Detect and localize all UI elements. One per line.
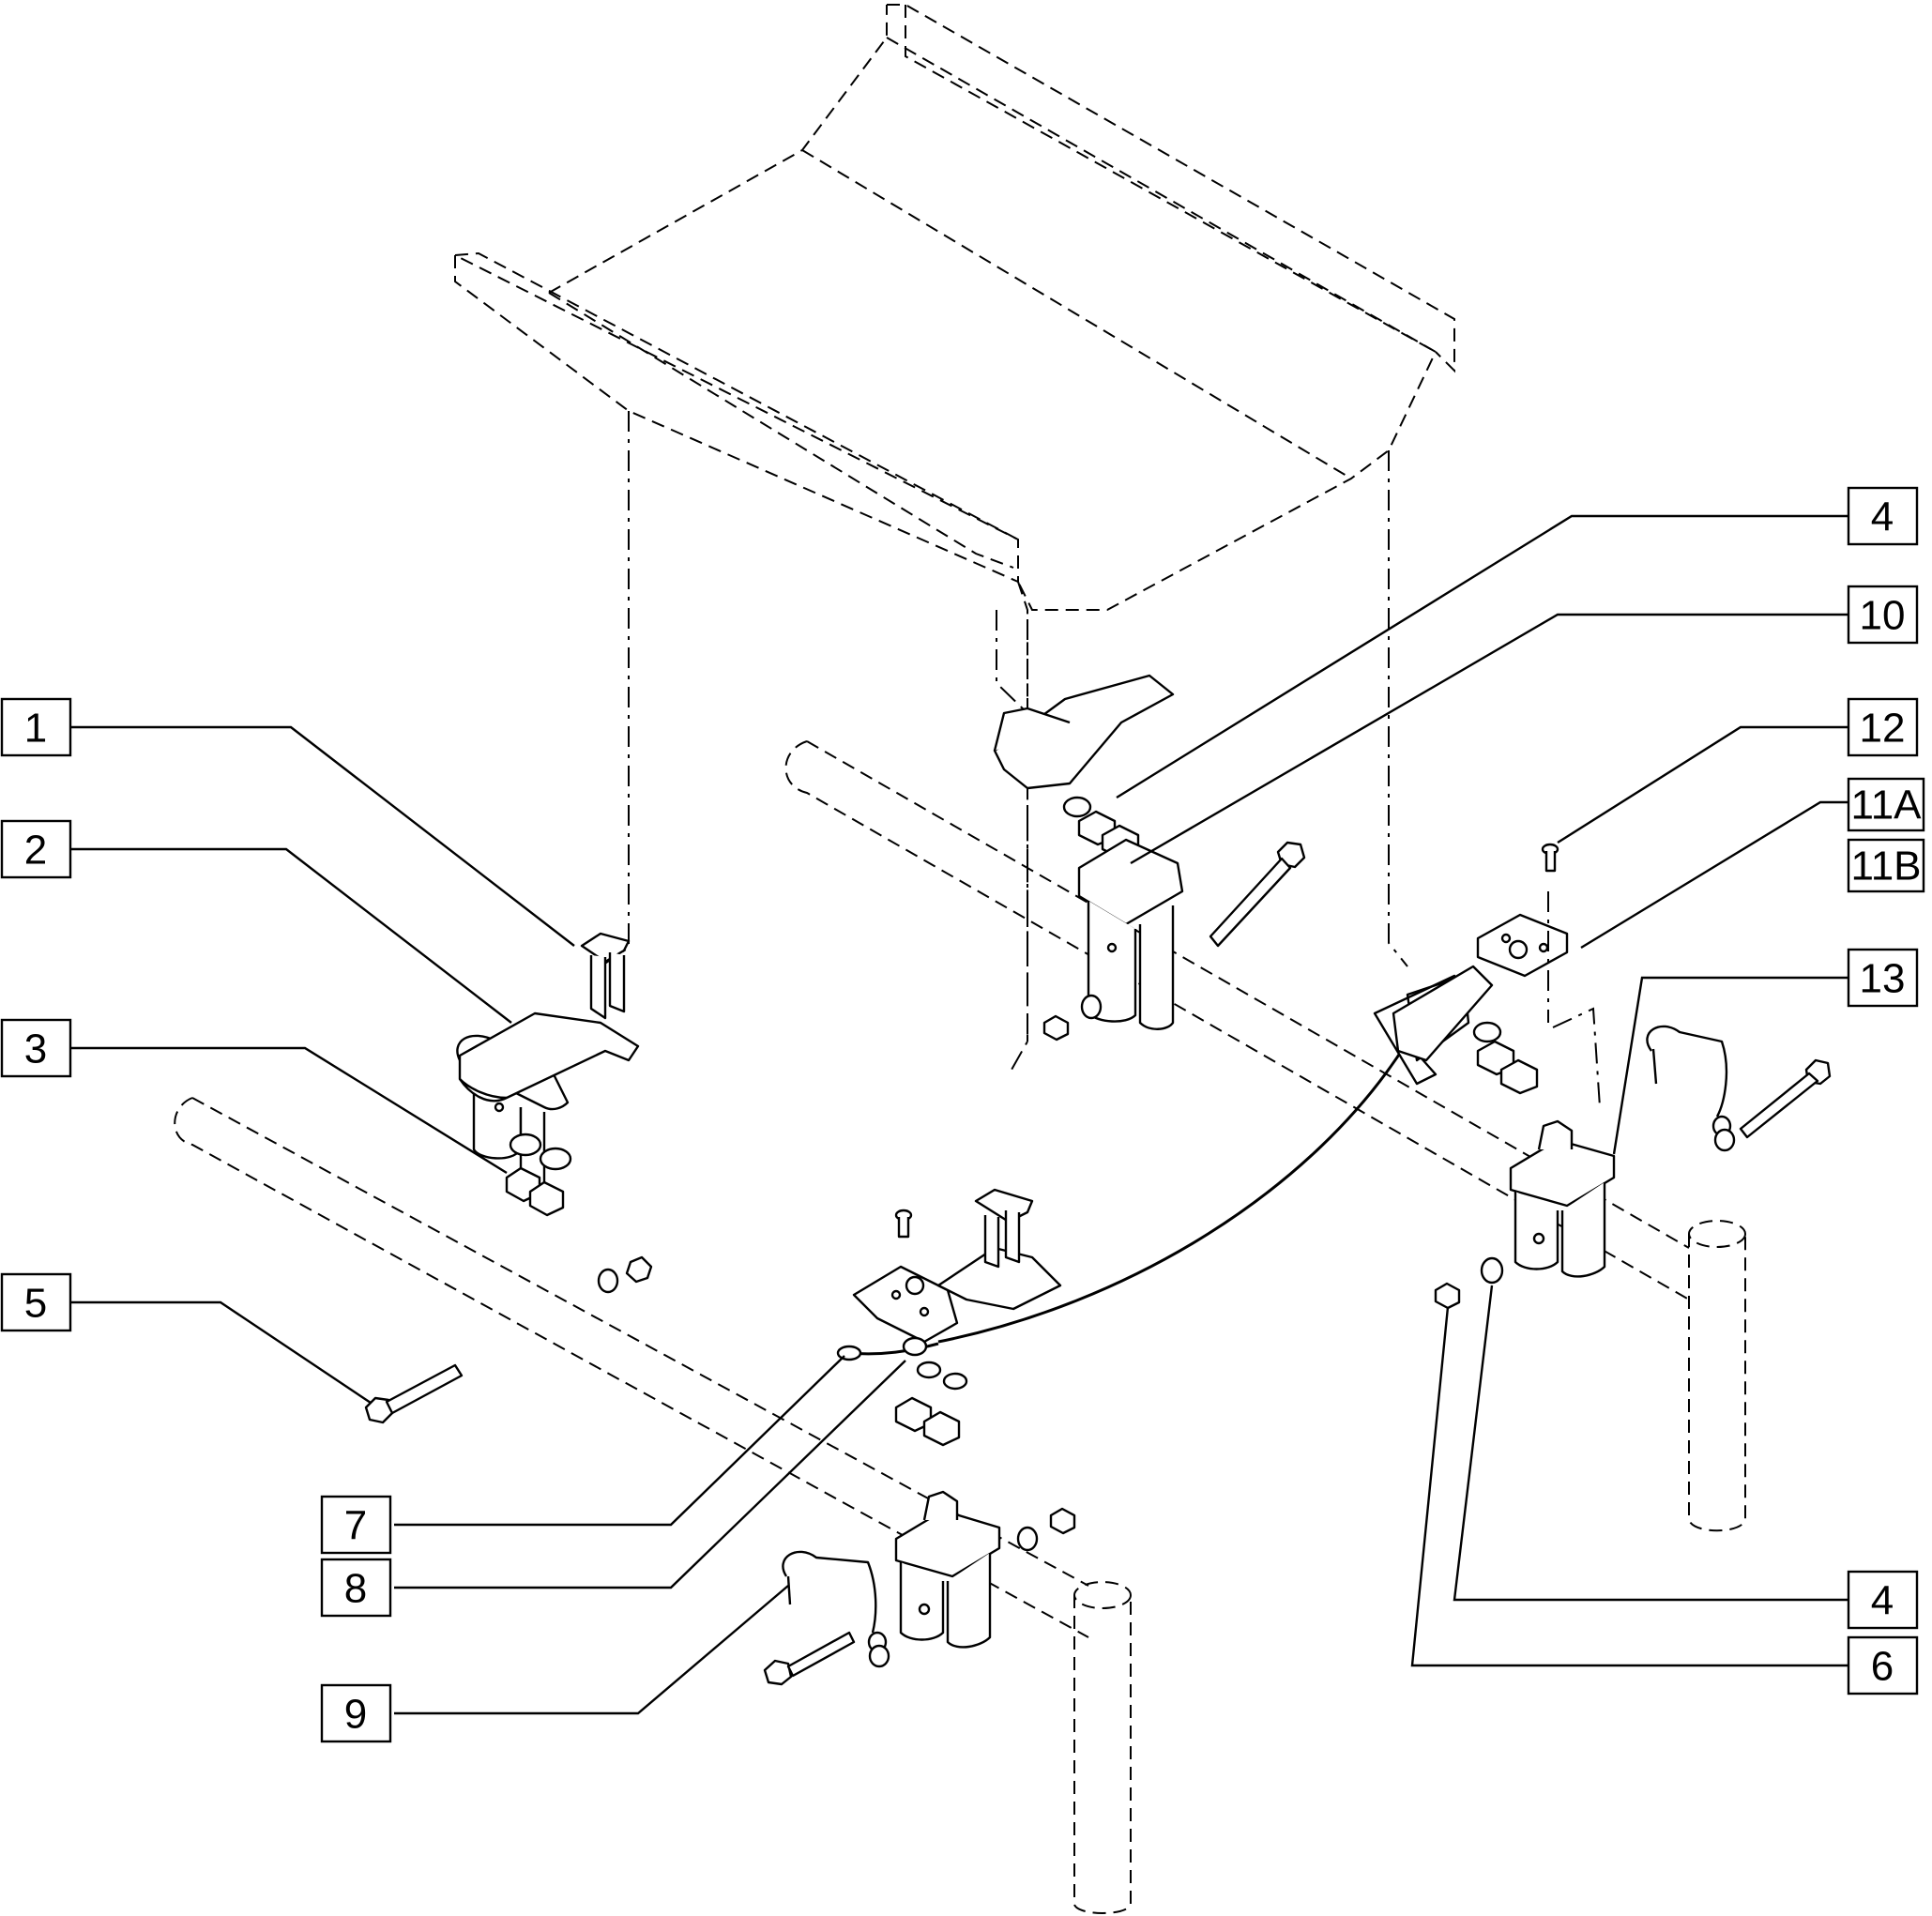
svg-text:11B: 11B xyxy=(1850,844,1921,890)
svg-text:11A: 11A xyxy=(1850,783,1922,829)
callout-5: 5 xyxy=(0,1272,72,1332)
left-bolt xyxy=(364,1363,464,1424)
hinge-cap-11 xyxy=(1476,913,1569,978)
svg-text:7: 7 xyxy=(344,1503,367,1549)
lower-lanyard-pin xyxy=(782,1550,890,1668)
svg-text:4: 4 xyxy=(1871,1578,1894,1624)
right-side-nuts xyxy=(1472,1021,1539,1095)
right-lanyard-pin xyxy=(1646,1025,1736,1152)
center-hinge-block xyxy=(852,1246,1062,1344)
lower-washer-nut xyxy=(1016,1507,1076,1552)
svg-text:12: 12 xyxy=(1860,706,1906,752)
left-washer-nut xyxy=(597,1255,653,1294)
callout-11b: 11B xyxy=(1847,838,1925,893)
callout-4-bottom: 4 xyxy=(1847,1570,1919,1630)
callout-3: 3 xyxy=(0,1018,72,1078)
svg-text:9: 9 xyxy=(344,1692,367,1738)
callout-4-top: 4 xyxy=(1847,486,1919,546)
svg-text:10: 10 xyxy=(1860,593,1906,639)
footplate-right xyxy=(993,674,1175,790)
lower-bolt xyxy=(763,1631,856,1686)
svg-text:1: 1 xyxy=(24,706,47,752)
right-lower-bracket xyxy=(1509,1119,1616,1278)
svg-text:8: 8 xyxy=(344,1566,367,1612)
screw-12 xyxy=(1541,843,1559,873)
center-hinge-bolt xyxy=(974,1188,1034,1269)
callout-11a: 11A xyxy=(1847,777,1925,832)
svg-text:3: 3 xyxy=(24,1026,47,1072)
right-top-bolt xyxy=(1209,841,1306,948)
post-right xyxy=(1688,1220,1746,1532)
right-lower-bolt xyxy=(1739,1058,1832,1139)
callout-2: 2 xyxy=(0,819,72,879)
svg-text:13: 13 xyxy=(1860,956,1906,1002)
callout-9: 9 xyxy=(320,1683,392,1743)
callout-10: 10 xyxy=(1847,585,1919,645)
callout-8: 8 xyxy=(320,1558,392,1618)
footplate-left xyxy=(458,1011,640,1102)
callout-7: 7 xyxy=(320,1495,392,1555)
post-left xyxy=(1073,1581,1132,1914)
cable xyxy=(836,1041,1409,1361)
leader-lines xyxy=(70,514,1848,1715)
svg-text:4: 4 xyxy=(1871,494,1894,540)
callout-13: 13 xyxy=(1847,948,1919,1008)
callout-6: 6 xyxy=(1847,1635,1919,1696)
svg-text:6: 6 xyxy=(1871,1644,1894,1690)
svg-text:2: 2 xyxy=(24,828,47,874)
svg-text:5: 5 xyxy=(24,1281,47,1327)
right-top-bracket xyxy=(1077,838,1184,1030)
center-nuts xyxy=(894,1361,968,1447)
lower-center-bracket xyxy=(894,1490,1001,1649)
left-hinge-bolt xyxy=(580,932,631,1020)
center-screw xyxy=(894,1209,913,1239)
right-top-washer-nut xyxy=(1042,994,1103,1042)
callout-1: 1 xyxy=(0,697,72,757)
right-lower-washer-nut xyxy=(1434,1256,1504,1310)
right-hinge xyxy=(1373,965,1494,1086)
footplate-outline xyxy=(454,4,1455,1071)
left-hinge-nuts xyxy=(505,1133,572,1217)
callout-12: 12 xyxy=(1847,697,1919,757)
right-dashed-link xyxy=(1547,891,1601,1108)
